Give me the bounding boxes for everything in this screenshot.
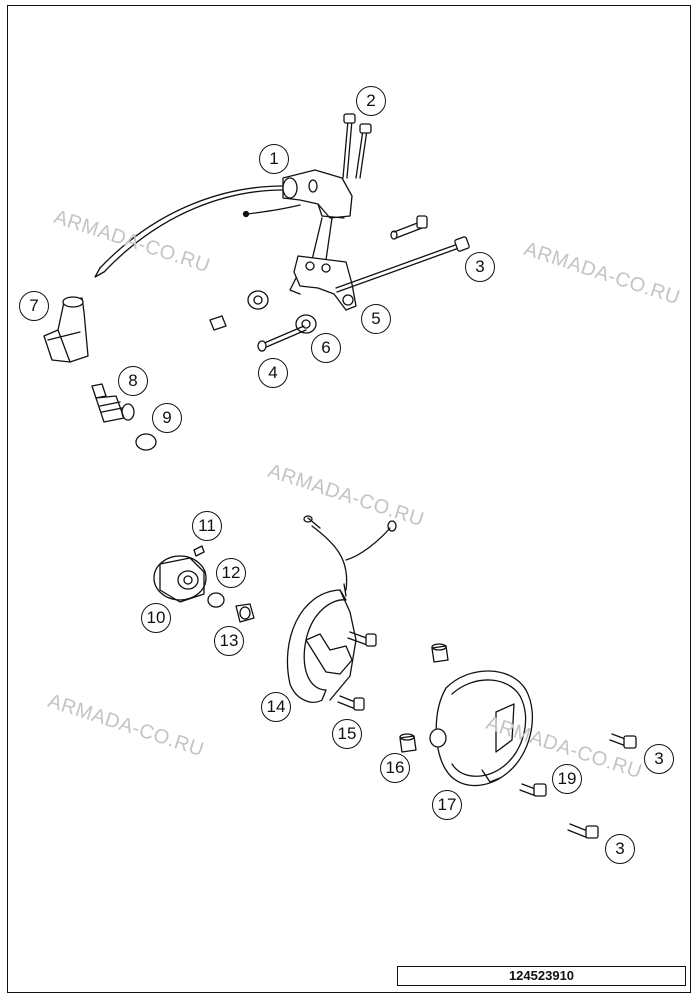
coil-bolts [311,113,372,261]
collar-nut [235,603,255,623]
nut [209,290,317,352]
callout-16: 16 [380,753,410,783]
callout-17: 17 [432,790,462,820]
callout-7: 7 [19,291,49,321]
diagram-code: 124523910 [397,966,686,986]
stator-screws [337,631,377,711]
callout-6: 6 [311,333,341,363]
spark-plug-connector [43,296,89,363]
callout-10: 10 [141,603,171,633]
rotor-flywheel [153,555,207,603]
callout-3-bottom: 3 [605,834,635,864]
callout-13: 13 [214,626,244,656]
callout-8: 8 [118,366,148,396]
stator [286,515,397,703]
cover-bolts [519,733,637,839]
callout-12: 12 [216,558,246,588]
callout-14: 14 [261,692,291,722]
ignition-coil [242,169,353,219]
ignition-cable [94,185,284,278]
sealing-ring [135,433,157,451]
callout-9: 9 [152,403,182,433]
callout-3-lower-right: 3 [644,744,674,774]
diagram-frame [7,5,691,993]
coil-bracket [289,255,357,311]
callout-19: 19 [552,764,582,794]
woodruff-key [193,545,205,557]
spring-washer [207,592,225,608]
callout-1: 1 [259,144,289,174]
callout-11: 11 [192,511,222,541]
long-bolt-upper [335,236,470,293]
ignition-cover [429,670,533,787]
spark-plug [91,383,135,423]
callout-3: 3 [465,252,495,282]
callout-5: 5 [361,304,391,334]
callout-15: 15 [332,719,362,749]
callout-4: 4 [258,358,288,388]
callout-2: 2 [356,86,386,116]
alignment-sleeves [399,643,449,753]
short-bolt [390,215,428,240]
